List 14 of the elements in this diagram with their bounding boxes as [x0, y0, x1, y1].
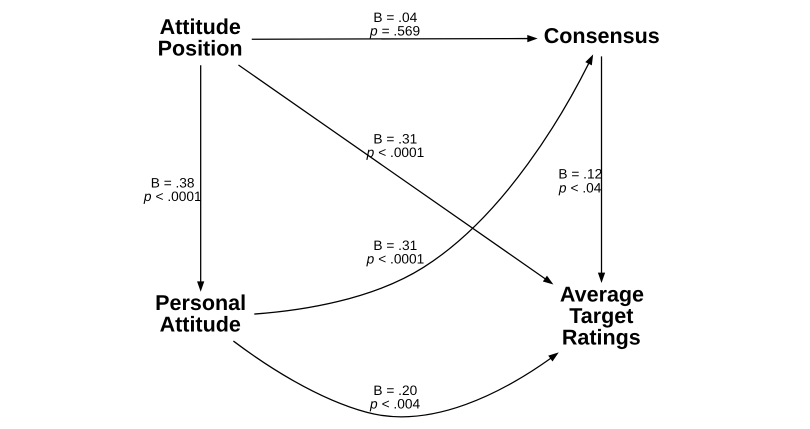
- arrow: [597, 56, 605, 284]
- arrow: [196, 65, 204, 292]
- node-text: Personal Attitude: [154, 291, 246, 337]
- node-text: Consensus: [543, 24, 660, 48]
- edge-label: B = .12 p < .04: [558, 166, 602, 196]
- arrow: [238, 64, 553, 285]
- node-text: Average Target Ratings: [559, 282, 644, 350]
- arrow: [254, 54, 593, 315]
- edge-label: B = .20 p < .004: [370, 382, 420, 412]
- arrow: [251, 34, 538, 42]
- arrow: [232, 340, 558, 418]
- node-text: Attitude Position: [157, 15, 242, 61]
- edge-label: B = .31 p < .0001: [366, 238, 424, 267]
- edge-label: B = .04 p = .569: [370, 10, 420, 39]
